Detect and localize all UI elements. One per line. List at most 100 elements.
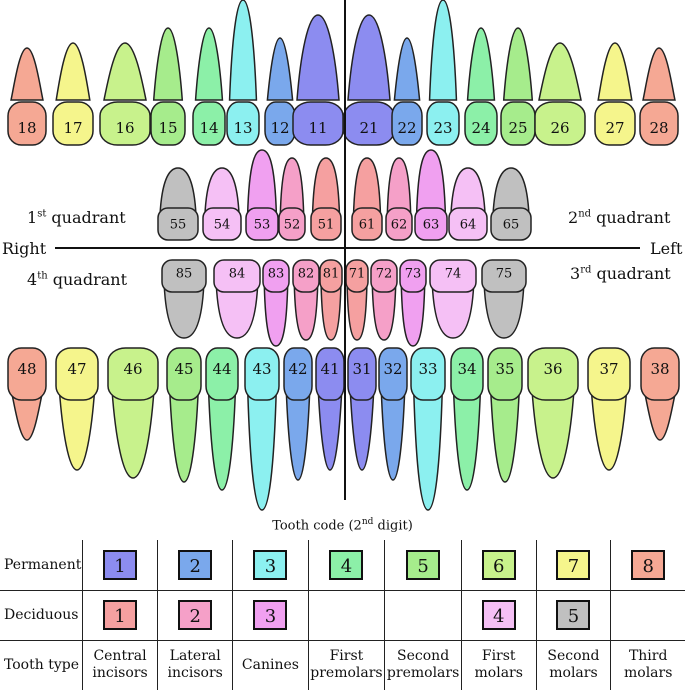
tooth-crown [391,101,423,146]
legend-cell: 1 [81,540,159,591]
tooth-number: 35 [495,360,514,378]
tooth-number: 14 [199,119,218,137]
tooth-crown [192,101,226,146]
tooth-number: 73 [405,267,422,282]
tooth-number: 46 [123,360,142,378]
tooth-type-cell: Canines [232,639,309,690]
tooth-root [10,47,44,101]
tooth-number: 26 [550,119,569,137]
tooth-crown [226,101,260,146]
tooth-crown [534,101,586,146]
tooth-number: 45 [174,360,193,378]
tooth-root [349,389,375,471]
tooth-number: 61 [359,218,376,233]
quadrant-2-label: 2nd quadrant [568,208,671,227]
legend-cell: 4 [307,540,386,591]
tooth-root [412,389,444,511]
tooth-number: 32 [383,360,402,378]
legend-cell: 2 [157,589,234,641]
tooth-number: 12 [270,119,289,137]
tooth-root [246,149,278,216]
tooth-crown [378,347,408,401]
tooth-root [466,27,496,101]
legend-swatch: 5 [406,549,441,580]
tooth-number: 37 [599,360,618,378]
tooth-number: 54 [214,218,231,233]
tooth-crown [490,207,532,241]
tooth-number: 22 [397,119,416,137]
tooth-root [489,389,521,483]
tooth-root [317,389,343,471]
tooth-root [152,27,184,101]
legend-cell: 4 [460,589,537,641]
tooth-crown [244,347,280,401]
tooth-number: 11 [308,119,327,137]
legend-cell: 7 [535,540,612,591]
tooth-number: 85 [176,267,193,282]
legend-cell: 5 [384,540,462,591]
tooth-number: 44 [212,360,231,378]
tooth-code-legend: Permanent 1 2 3 4 5 6 7 8 Deciduous 1 2 … [0,540,685,690]
tooth-crown [370,259,398,293]
legend-swatch: 1 [103,549,138,580]
legend-cell-empty [307,589,386,641]
legend-swatch: 4 [481,600,516,630]
tooth-crown [639,101,679,146]
legend-cell: 3 [232,540,309,591]
tooth-number: 65 [503,218,520,233]
tooth-crown [429,259,477,293]
tooth-root [10,389,44,441]
tooth-root [163,284,205,339]
tooth-root [228,0,258,101]
tooth-root [400,284,426,347]
tooth-crown [157,207,199,241]
tooth-root [531,389,575,479]
tooth-number: 84 [229,267,246,282]
tooth-number: 63 [423,218,440,233]
tooth-root [296,14,340,101]
tooth-root [215,284,259,339]
legend-cell-empty [384,589,462,641]
tooth-number: 16 [115,119,134,137]
tooth-crown [587,347,631,401]
tooth-number: 75 [496,267,513,282]
legend-swatch: 1 [103,600,138,630]
tooth-root [380,389,406,481]
tooth-number: 72 [376,267,393,282]
tooth-number: 17 [63,119,82,137]
tooth-crown [414,207,448,241]
row-header-permanent: Permanent [0,540,83,591]
tooth-crown [594,101,636,146]
tooth-root [393,37,421,101]
tooth-root [415,149,447,216]
tooth-crown [464,101,498,146]
tooth-root [346,284,368,341]
tooth-crown [278,207,306,241]
tooth-number: 55 [170,218,187,233]
legend-swatch: 5 [556,600,591,630]
legend-swatch: 2 [178,600,213,630]
tooth-crown [213,259,261,293]
tooth-number: 83 [268,267,285,282]
tooth-crown [283,347,313,401]
tooth-root [111,389,155,479]
row-header-deciduous: Deciduous [0,589,83,641]
tooth-number: 42 [288,360,307,378]
tooth-number: 53 [254,218,271,233]
tooth-root [347,14,391,101]
tooth-root [320,284,342,341]
tooth-number: 27 [605,119,624,137]
right-side-label: Right [2,239,47,258]
tooth-number: 21 [359,119,378,137]
tooth-root [643,389,677,441]
tooth-root [168,389,200,483]
tooth-crown [150,101,186,146]
tooth-crown [107,347,159,401]
legend-cell: 8 [610,540,685,591]
tooth-crown [7,347,47,401]
tooth-root [483,284,525,339]
